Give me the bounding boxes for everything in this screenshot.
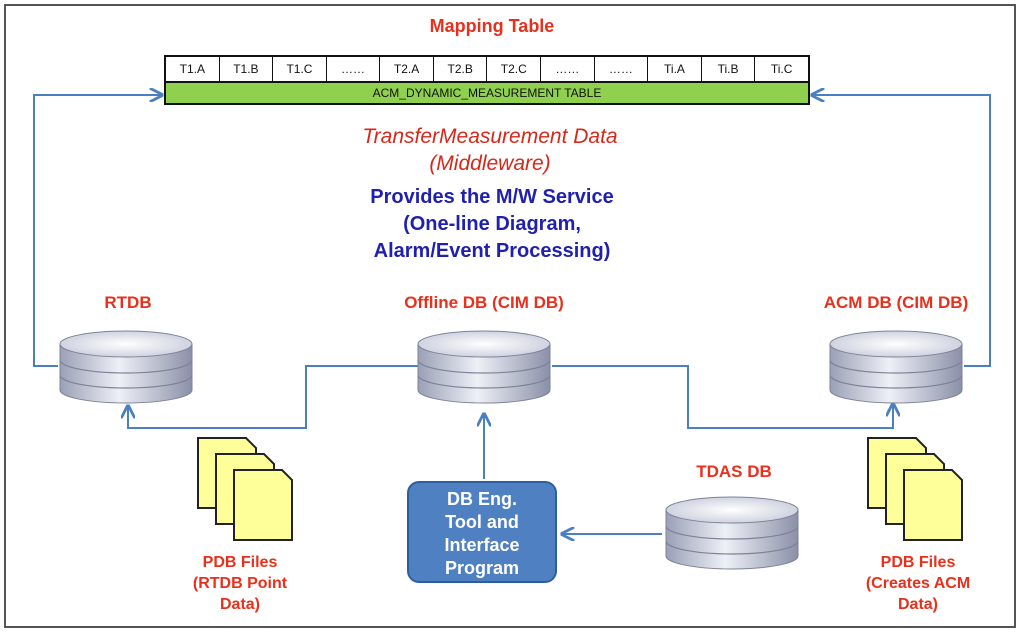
tdas-db-database-icon bbox=[665, 496, 799, 570]
db-eng-tool-box: DB Eng. Tool and Interface Program bbox=[407, 481, 557, 583]
table-cell: …… bbox=[595, 57, 649, 81]
acm-dynamic-measurement-table: ACM_DYNAMIC_MEASUREMENT TABLE bbox=[164, 81, 810, 105]
offline-db-database-icon bbox=[417, 330, 551, 404]
table-cell: …… bbox=[327, 57, 381, 81]
mapping-table-cells: T1.A T1.B T1.C …… T2.A T2.B T2.C …… …… T… bbox=[164, 55, 810, 81]
table-cell: Ti.B bbox=[702, 57, 756, 81]
transfer-measurement-label: TransferMeasurement Data (Middleware) bbox=[300, 123, 680, 177]
tool-line-4: Program bbox=[444, 558, 520, 578]
pdb-right-line-2: (Creates ACM bbox=[865, 575, 971, 592]
rtdb-label: RTDB bbox=[104, 293, 152, 312]
table-cell: T1.A bbox=[166, 57, 220, 81]
pdb-files-right-label: PDB Files (Creates ACM Data) bbox=[838, 552, 998, 615]
tool-line-1: DB Eng. bbox=[447, 489, 517, 509]
table-cell: T2.A bbox=[380, 57, 434, 81]
table-cell: Ti.A bbox=[648, 57, 702, 81]
table-cell: T1.B bbox=[220, 57, 274, 81]
table-cell: T2.C bbox=[487, 57, 542, 81]
pdb-files-left-document-icon bbox=[197, 437, 293, 541]
table-cell: T1.C bbox=[273, 57, 327, 81]
table-cell: Ti.C bbox=[770, 62, 793, 76]
pdb-files-right-document-icon bbox=[867, 437, 963, 541]
tdas-db-label: TDAS DB bbox=[696, 462, 772, 481]
mapping-table-title: Mapping Table bbox=[429, 16, 555, 36]
acm-to-table-connector bbox=[812, 95, 991, 367]
transfer-line-1: TransferMeasurement Data bbox=[362, 125, 618, 148]
acm-db-label: ACM DB (CIM DB) bbox=[823, 293, 969, 312]
rtdb-database-icon bbox=[59, 330, 193, 404]
acm-db-database-icon bbox=[829, 330, 963, 404]
pdb-left-line-3: Data) bbox=[219, 596, 260, 613]
pdb-left-line-1: PDB Files bbox=[202, 554, 278, 571]
offline-db-label: Offline DB (CIM DB) bbox=[404, 293, 564, 312]
offline-to-acm-connector bbox=[552, 365, 893, 429]
rtdb-to-table-connector bbox=[33, 95, 162, 367]
table-cell: T2.B bbox=[434, 57, 488, 81]
middleware-service-label: Provides the M/W Service (One-line Diagr… bbox=[292, 184, 692, 265]
transfer-line-2: (Middleware) bbox=[429, 152, 551, 175]
tool-line-3: Interface bbox=[444, 535, 520, 555]
pdb-right-line-1: PDB Files bbox=[880, 554, 956, 571]
table-cell: …… bbox=[541, 57, 595, 81]
pdb-left-line-2: (RTDB Point bbox=[192, 575, 288, 592]
diagram-frame bbox=[4, 4, 1016, 628]
mapping-table: T1.A T1.B T1.C …… T2.A T2.B T2.C …… …… T… bbox=[164, 55, 810, 105]
provides-line-2: (One-line Diagram, bbox=[403, 213, 581, 235]
pdb-right-line-3: Data) bbox=[897, 596, 938, 613]
offline-to-rtdb-connector bbox=[128, 365, 418, 429]
pdb-files-left-label: PDB Files (RTDB Point Data) bbox=[170, 552, 310, 615]
provides-line-1: Provides the M/W Service bbox=[370, 186, 614, 208]
tool-line-2: Tool and bbox=[445, 512, 519, 532]
provides-line-3: Alarm/Event Processing) bbox=[373, 240, 611, 262]
